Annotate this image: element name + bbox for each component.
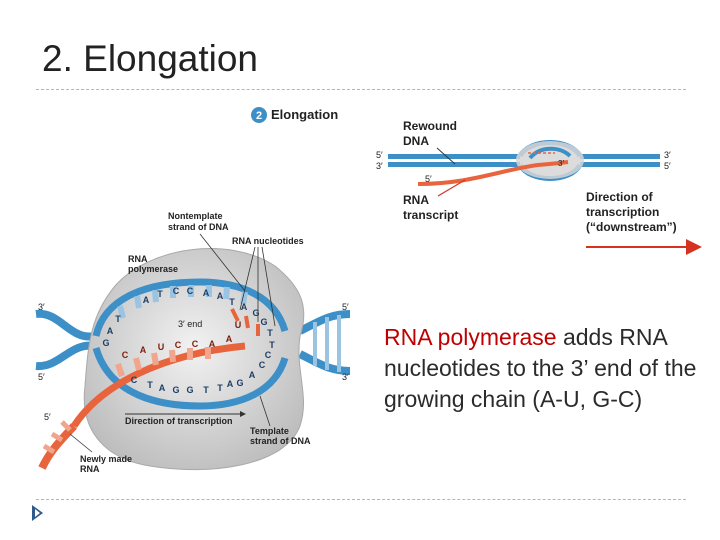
base-letter: T — [157, 289, 163, 299]
rewound-dna-label-2: DNA — [403, 134, 429, 148]
base-letter: C — [265, 350, 272, 360]
base-letter: G — [252, 308, 259, 318]
base-letter: A — [249, 370, 256, 380]
base-letter: A — [227, 379, 234, 389]
direction-label-3: (“downstream”) — [586, 220, 677, 234]
base-letter: A — [159, 383, 166, 393]
template-label-2: strand of DNA — [250, 436, 311, 446]
end-label: 5′ — [376, 150, 383, 160]
base-letter: G — [236, 378, 243, 388]
caption-text: RNA polymerase adds RNA nucleotides to t… — [384, 322, 704, 415]
end-label: 3′ — [376, 161, 383, 171]
rna-transcript-label-2: transcript — [403, 208, 458, 222]
base-letter: A — [226, 334, 233, 344]
base-letter: G — [260, 317, 267, 327]
end-label: 3′ — [342, 372, 349, 382]
base-letter: G — [172, 385, 179, 395]
overview-schematic: 5′ 3′ 3′ 5′ 5′ 3′ Rewound DNA RNA transc… — [376, 119, 702, 255]
nontemplate-label-2: strand of DNA — [168, 222, 229, 232]
title-divider — [36, 89, 686, 90]
base-letter: A — [107, 326, 114, 336]
caption-body: adds RNA nucleotides to the 3’ end of th… — [384, 324, 697, 412]
base-letter: T — [115, 314, 121, 324]
base-letter: A — [203, 288, 210, 298]
nontemplate-label-1: Nontemplate — [168, 211, 223, 221]
base-letter: C — [187, 286, 194, 296]
template-label-1: Template — [250, 426, 289, 436]
three-prime-end-label: 3′ end — [178, 319, 202, 329]
footer-divider — [36, 499, 686, 500]
rna-nucleotides-label: RNA nucleotides — [232, 236, 304, 246]
direction-label-1: Direction of — [586, 190, 654, 204]
base-letter: G — [102, 338, 109, 348]
base-letter: C — [259, 360, 266, 370]
base-letter: U — [235, 320, 242, 330]
base-letter: U — [158, 342, 165, 352]
end-label: 5′ — [342, 302, 349, 312]
base-letter: C — [192, 339, 199, 349]
newly-made-rna-label-1: Newly made — [80, 454, 132, 464]
elongation-diagram: 2 Elongation 5′ 3′ 3′ 5′ 5′ 3′ Rewound D… — [0, 96, 720, 496]
base-letter: A — [143, 295, 150, 305]
base-letter: C — [131, 375, 138, 385]
step-number-badge — [251, 107, 267, 123]
direction-of-transcription-label: Direction of transcription — [125, 416, 233, 426]
end-label: 5′ — [38, 372, 45, 382]
end-label: 3′ — [664, 150, 671, 160]
slide-title: 2. Elongation — [42, 38, 259, 79]
base-letter: A — [217, 291, 224, 301]
base-letter: C — [122, 350, 129, 360]
rna-polymerase-label-2: polymerase — [128, 264, 178, 274]
base-letter: G — [186, 385, 193, 395]
base-letter: T — [267, 328, 273, 338]
base-letter: T — [269, 340, 275, 350]
end-label: 5′ — [664, 161, 671, 171]
base-letter: T — [229, 297, 235, 307]
base-letter: C — [173, 286, 180, 296]
polymerase-closeup: A T C C A A T A G G T T A G T C C A G — [35, 211, 351, 474]
base-letter: A — [209, 339, 216, 349]
end-label: 3′ — [558, 159, 564, 168]
end-label: 5′ — [44, 412, 51, 422]
step-title: Elongation — [271, 107, 338, 122]
base-letter: T — [217, 383, 223, 393]
base-letter: T — [203, 385, 209, 395]
newly-made-rna-label-2: RNA — [80, 464, 100, 474]
slide-bullet-icon — [32, 505, 43, 521]
base-letter: A — [140, 345, 147, 355]
base-letter: A — [241, 302, 248, 312]
base-letter: C — [175, 340, 182, 350]
caption-highlight: RNA polymerase — [384, 324, 557, 350]
direction-label-2: transcription — [586, 205, 659, 219]
step-number: 2 — [256, 110, 262, 122]
transcription-figure: 2 Elongation 5′ 3′ 3′ 5′ 5′ 3′ Rewound D… — [35, 107, 702, 474]
end-label: 5′ — [425, 174, 432, 184]
rewound-dna-label-1: Rewound — [403, 119, 457, 133]
rna-transcript-label-1: RNA — [403, 193, 429, 207]
end-label: 3′ — [38, 302, 45, 312]
base-letter: T — [147, 380, 153, 390]
rna-polymerase-label-1: RNA — [128, 254, 148, 264]
